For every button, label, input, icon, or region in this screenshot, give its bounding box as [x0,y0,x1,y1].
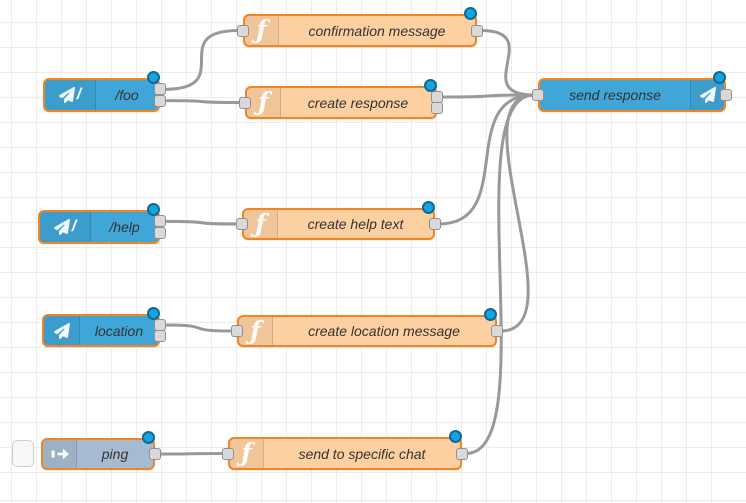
input-port[interactable] [237,24,249,37]
output-port[interactable] [154,215,166,228]
changed-indicator-dot [146,71,160,84]
input-port[interactable] [231,325,243,337]
node-label: create help text [307,216,404,232]
node-slash-foo[interactable]: / /foo [43,78,160,112]
changed-indicator-dot [448,430,462,443]
wire[interactable] [163,323,234,333]
paper-plane-icon [44,316,80,345]
wire[interactable] [438,93,535,226]
input-port[interactable] [532,89,544,101]
node-create-help-text[interactable]: ƒ create help text [242,208,435,240]
output-port[interactable] [149,448,161,460]
node-label: create response [307,94,409,111]
function-icon: ƒ [244,210,278,238]
function-icon: ƒ [247,88,281,117]
wire[interactable] [163,219,239,226]
function-icon: ƒ [239,317,273,345]
input-port[interactable] [222,447,234,460]
changed-indicator-dot [141,431,155,444]
wire[interactable] [440,93,535,99]
node-create-location-message[interactable]: ƒ create location message [237,315,497,347]
changed-indicator-dot [421,201,435,214]
function-f-glyph: ƒ [256,15,267,44]
node-label: create location message [308,323,460,339]
output-port[interactable] [154,330,166,342]
output-port[interactable] [154,94,166,107]
output-port[interactable] [429,218,441,230]
node-send-to-specific-chat[interactable]: ƒ send to specific chat [228,437,462,470]
changed-indicator-dot [463,7,477,20]
function-f-glyph: ƒ [258,87,269,116]
node-location[interactable]: location [42,314,160,347]
inject-arrow-icon [43,440,77,468]
changed-indicator-dot [712,71,726,84]
output-port[interactable] [154,83,166,96]
changed-indicator-dot [146,307,160,320]
node-label: /help [109,219,140,235]
output-port[interactable] [456,447,468,460]
wire[interactable] [465,93,535,455]
output-port[interactable] [720,89,732,101]
slash-glyph: / [71,218,77,235]
wire[interactable] [480,29,535,97]
input-port[interactable] [236,218,248,230]
node-ping[interactable]: ping [41,438,155,470]
function-f-glyph: ƒ [241,438,252,467]
output-port[interactable] [471,24,483,37]
changed-indicator-dot [483,308,497,321]
changed-indicator-dot [146,203,160,216]
output-port[interactable] [491,325,503,337]
paper-plane-slash-icon: / [40,212,91,242]
node-label: confirmation message [308,22,446,39]
slash-glyph: / [76,86,82,103]
node-confirmation-message[interactable]: ƒ confirmation message [243,14,477,47]
input-port[interactable] [239,96,251,109]
paper-plane-slash-icon: / [45,80,96,110]
wire[interactable] [163,29,240,91]
paper-plane-icon [690,80,724,110]
changed-indicator-dot [423,79,437,92]
output-port[interactable] [431,102,443,114]
output-port[interactable] [154,226,166,239]
node-label: ping [101,446,129,462]
function-f-glyph: ƒ [255,208,266,238]
node-create-response[interactable]: ƒ create response [245,86,437,119]
function-f-glyph: ƒ [250,315,261,345]
wire[interactable] [163,99,242,104]
node-label: send to specific chat [298,445,426,462]
node-label: location [94,322,144,339]
inject-button[interactable] [12,440,34,467]
node-label: send response [569,87,661,103]
node-send-response[interactable]: send response [538,78,726,112]
wire[interactable] [158,452,225,456]
function-icon: ƒ [245,16,279,45]
node-label: /foo [115,87,139,103]
function-icon: ƒ [230,439,264,468]
node-slash-help[interactable]: / /help [38,210,160,244]
